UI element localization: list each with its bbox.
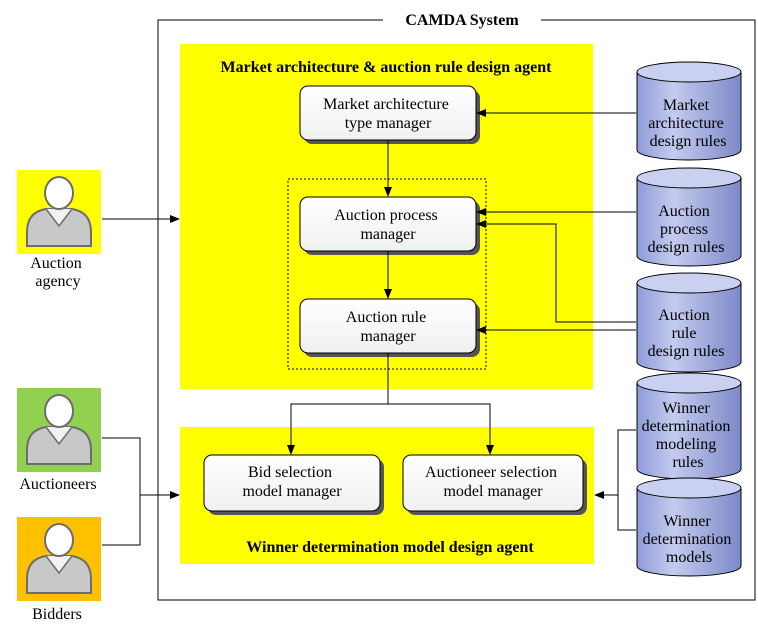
db-auction-process-rules-line2: process bbox=[660, 221, 708, 238]
svg-text:Market architecture type: Market architecture type manager bbox=[323, 96, 453, 132]
line-db-wd-models bbox=[617, 495, 636, 531]
svg-text:Auctioneer selection mod: Auctioneer selection model manager bbox=[425, 464, 561, 500]
winner-agent-title: Winner determination model design agent bbox=[246, 539, 534, 556]
auction-rule-manager-line2: manager bbox=[360, 328, 416, 345]
db-auction-rule-rules: Auction rule design rules bbox=[636, 272, 742, 373]
person-icon bbox=[26, 176, 92, 247]
line-bidders bbox=[102, 495, 141, 546]
svg-text:Market architecture: Market architecture design rules bbox=[648, 97, 728, 150]
actor-auction-agency-line1: Auction bbox=[30, 255, 82, 272]
auctioneer-selection-manager-line1: Auctioneer selection bbox=[425, 464, 557, 481]
db-market-arch-rules-line2: architecture bbox=[648, 115, 724, 132]
person-icon bbox=[26, 523, 92, 594]
auctioneer-selection-manager: Auctioneer selection model manager bbox=[402, 454, 587, 515]
db-wd-models: Winner determination models bbox=[636, 477, 742, 577]
arrow-db-rule-to-process bbox=[476, 220, 636, 323]
actor-auction-agency: Auction agency bbox=[17, 170, 101, 290]
connectors bbox=[102, 109, 636, 546]
db-market-arch-rules: Market architecture design rules bbox=[636, 61, 742, 161]
svg-text:Bid selection model mana: Bid selection model manager bbox=[242, 464, 342, 500]
svg-text:Auction agency: Auction agency bbox=[30, 255, 86, 290]
db-auction-process-rules-line3: design rules bbox=[648, 239, 725, 256]
db-wd-models-line1: Winner bbox=[663, 513, 711, 530]
actor-bidders: Bidders bbox=[17, 517, 101, 623]
svg-text:Auction rule desig: Auction rule design rules bbox=[648, 307, 725, 360]
person-icon bbox=[26, 394, 92, 465]
bid-selection-manager-line2: model manager bbox=[242, 483, 342, 500]
db-wd-modeling-rules: Winner determination modeling rules bbox=[636, 372, 742, 480]
arrow-split-to-bid bbox=[287, 403, 388, 455]
market-agent-title: Market architecture & auction rule desig… bbox=[221, 59, 553, 76]
actor-auction-agency-line2: agency bbox=[35, 273, 80, 290]
svg-text:Auction process de: Auction process design rules bbox=[648, 203, 725, 256]
svg-text:Auction rule manager: Auction rule manager bbox=[346, 309, 430, 345]
market-arch-manager: Market architecture type manager bbox=[299, 85, 480, 144]
bid-selection-manager: Bid selection model manager bbox=[203, 454, 384, 515]
db-auction-rule-rules-line2: rule bbox=[672, 325, 697, 342]
db-auction-rule-rules-line1: Auction bbox=[658, 307, 710, 324]
actor-auctioneers-label: Auctioneers bbox=[19, 476, 96, 493]
auction-rule-manager: Auction rule manager bbox=[299, 298, 480, 357]
auction-process-manager-line1: Auction process bbox=[334, 207, 438, 224]
actor-bidders-label: Bidders bbox=[32, 606, 82, 623]
auction-rule-manager-line1: Auction rule bbox=[346, 309, 426, 326]
db-auction-rule-rules-line3: design rules bbox=[648, 343, 725, 360]
db-wd-models-line2: determination bbox=[643, 531, 732, 548]
db-wd-modeling-rules-line4: rules bbox=[672, 454, 703, 471]
db-auction-process-rules: Auction process design rules bbox=[636, 167, 742, 267]
market-arch-manager-line1: Market architecture bbox=[323, 96, 449, 113]
svg-text:Winner determination: Winner determination models bbox=[643, 513, 736, 566]
auction-process-manager-line2: manager bbox=[360, 226, 416, 243]
actor-auctioneers: Auctioneers bbox=[17, 388, 101, 493]
db-wd-modeling-rules-line2: determination bbox=[642, 418, 731, 435]
market-arch-manager-line2: type manager bbox=[345, 115, 432, 132]
db-market-arch-rules-line1: Market bbox=[663, 97, 710, 114]
arrow-split-to-auctioneer bbox=[388, 403, 494, 455]
db-wd-models-line3: models bbox=[666, 549, 712, 566]
db-wd-modeling-rules-line3: modeling bbox=[656, 436, 716, 453]
auctioneer-selection-manager-line2: model manager bbox=[443, 483, 543, 500]
camda-system-title: CAMDA System bbox=[405, 12, 519, 29]
bid-selection-manager-line1: Bid selection bbox=[248, 464, 332, 481]
svg-text:Auction process manager: Auction process manager bbox=[334, 207, 442, 243]
db-auction-process-rules-line1: Auction bbox=[658, 203, 710, 220]
db-wd-modeling-rules-line1: Winner bbox=[662, 400, 710, 417]
auction-process-manager: Auction process manager bbox=[299, 196, 480, 255]
db-market-arch-rules-line3: design rules bbox=[650, 133, 727, 150]
process-rule-group bbox=[287, 178, 487, 370]
svg-text:Winner determination: Winner determination modeling rules bbox=[642, 400, 735, 471]
line-db-wd-rules bbox=[617, 429, 636, 495]
line-auctioneers bbox=[102, 437, 141, 495]
